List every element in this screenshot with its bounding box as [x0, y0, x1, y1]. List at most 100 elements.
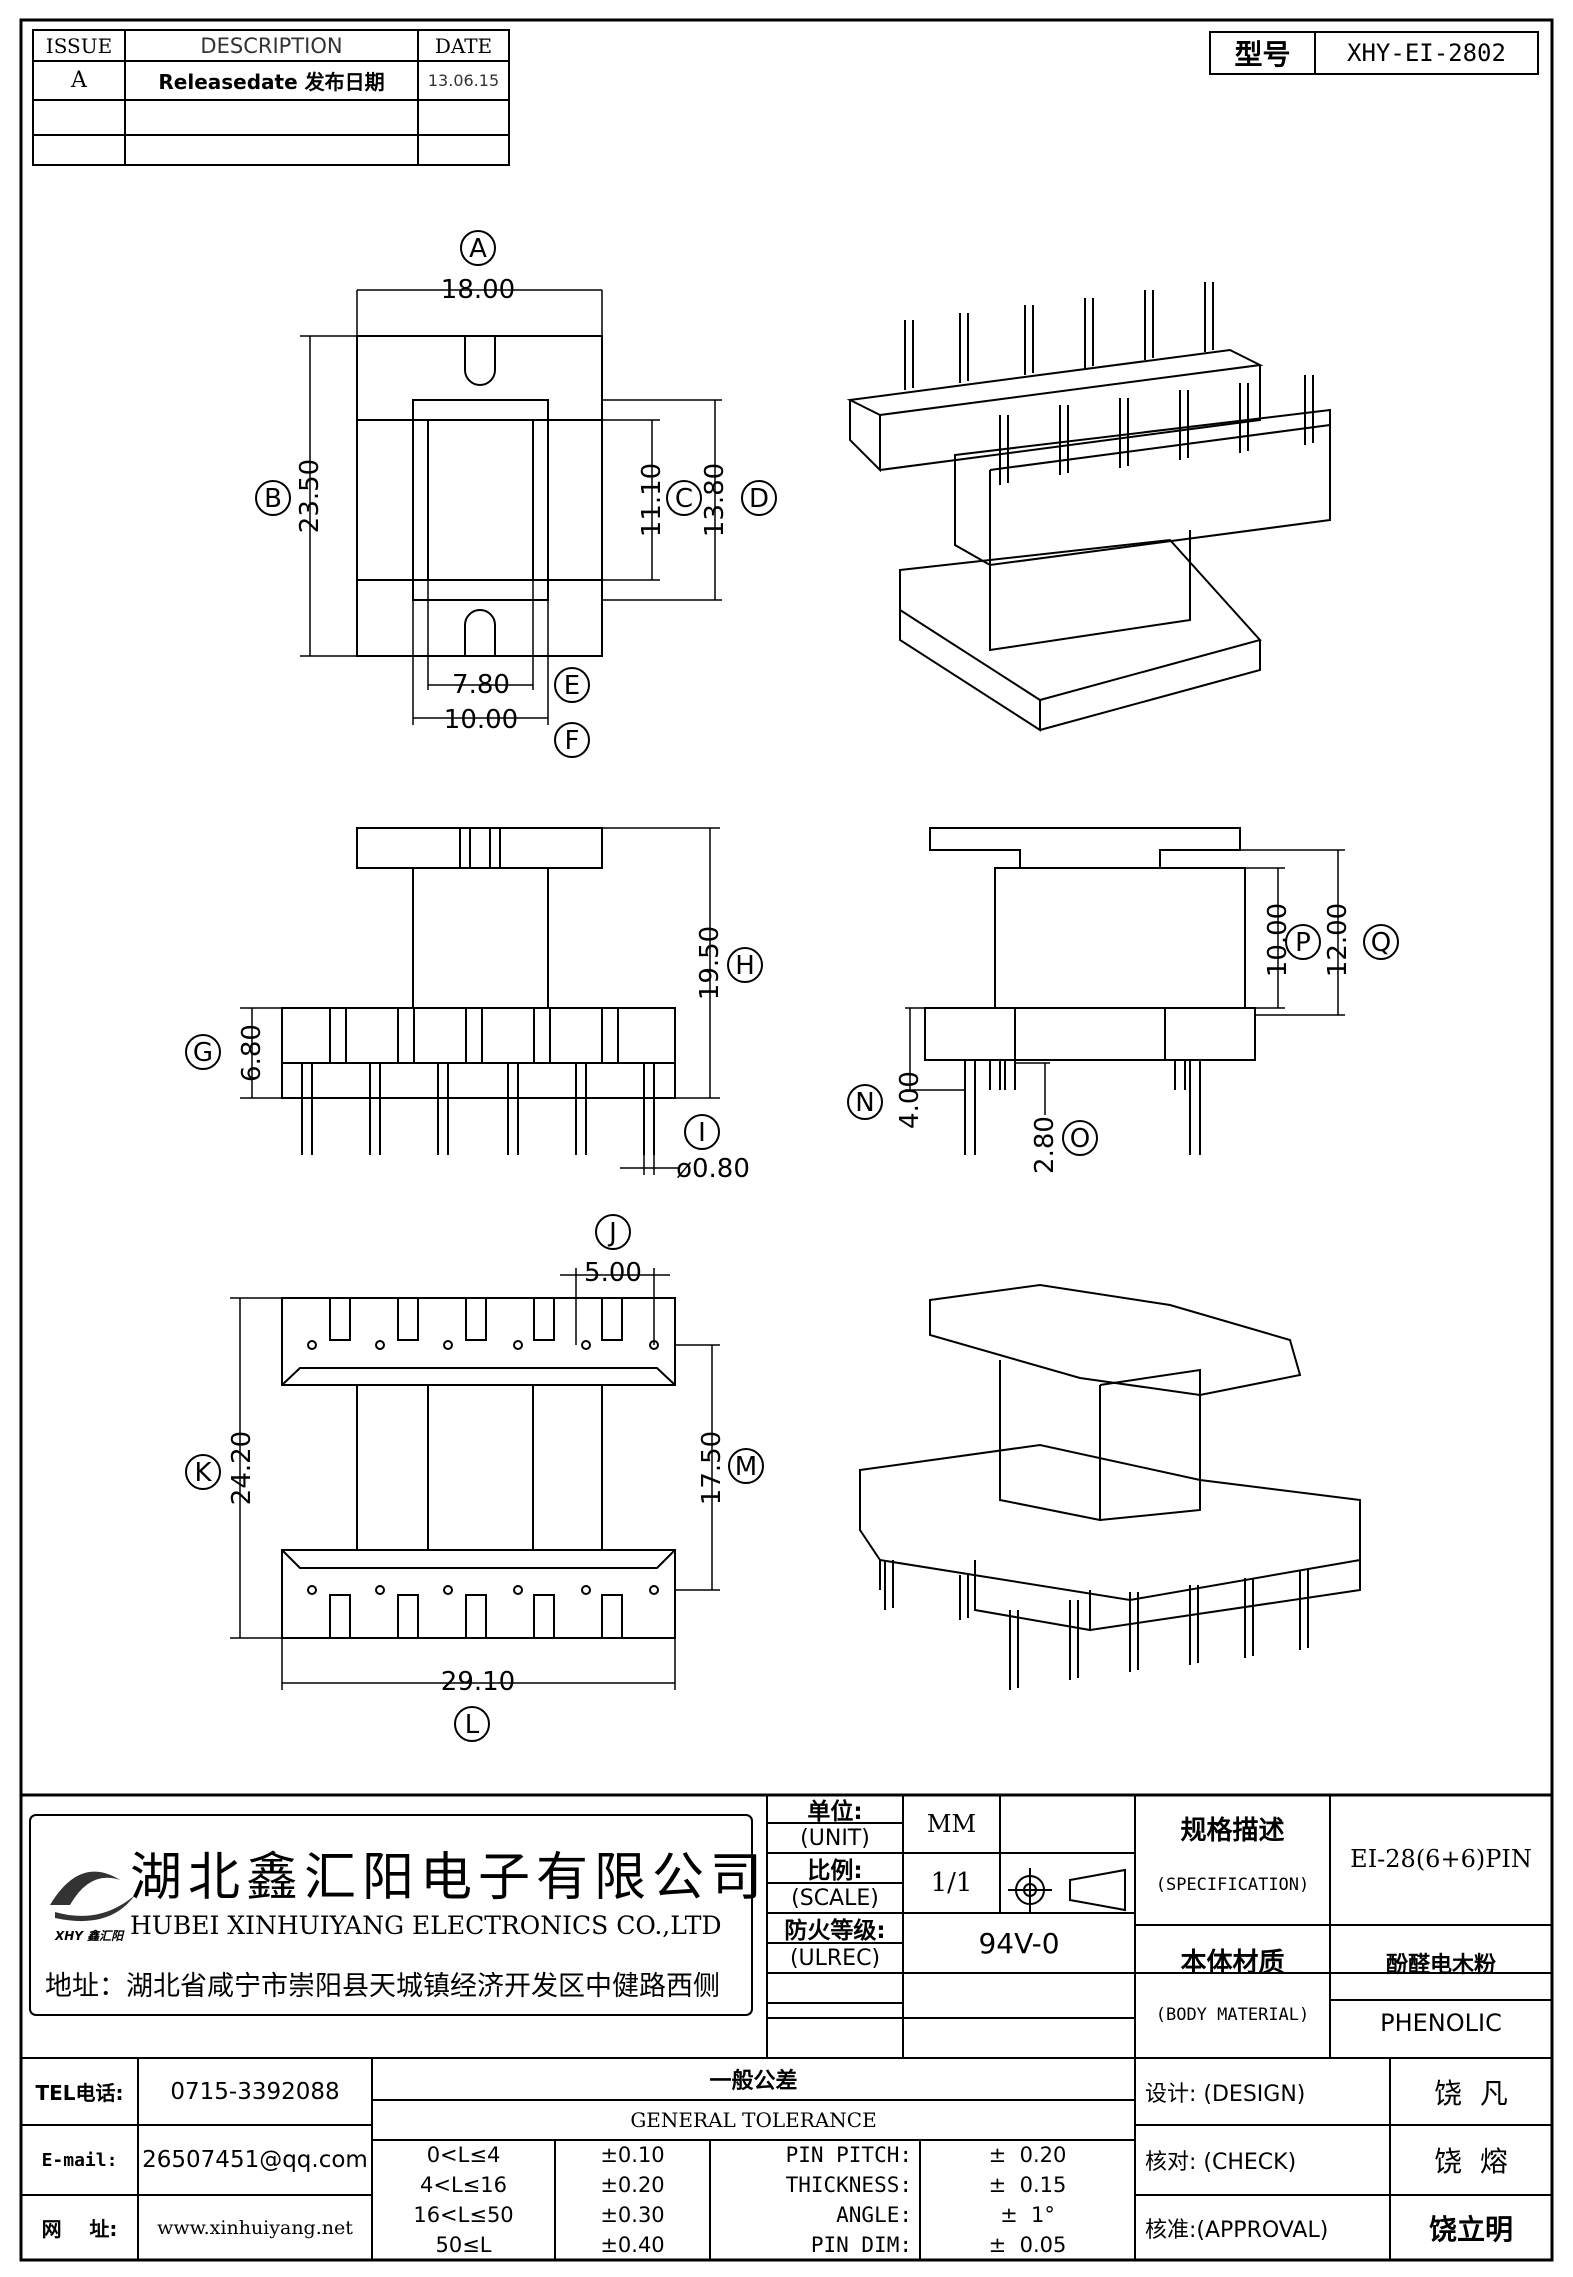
spec-label-en: (SPECIFICATION)	[1155, 1875, 1310, 1895]
email-label: E-mail:	[41, 2149, 118, 2171]
tol-item-value: ± 1°	[1000, 2203, 1055, 2227]
fire-value: 94V-0	[978, 1926, 1060, 1960]
dim-L-letter: L	[465, 1710, 480, 1740]
material-value-en: PHENOLIC	[1380, 2009, 1502, 2037]
dim-G-letter: G	[193, 1038, 213, 1068]
dim-C-letter: C	[675, 484, 693, 514]
company-address: 地址：湖北省咸宁市崇阳县天城镇经济开发区中健路西侧	[45, 1970, 720, 2002]
iso-view-exploded	[846, 282, 1331, 732]
dim-A-value: 18.00	[441, 275, 515, 305]
tol-item: PIN DIM:	[810, 2233, 912, 2257]
tolerance-title-en: GENERAL TOLERANCE	[630, 2108, 877, 2132]
dim-H-value: 19.50	[695, 926, 725, 1000]
dim-D-value: 13.80	[700, 463, 730, 537]
unit-label-cn: 单位:	[807, 1799, 863, 1825]
unit-label-en: (UNIT)	[800, 1825, 870, 1851]
tolerance-title-cn: 一般公差	[709, 2069, 798, 2094]
scale-label-cn: 比例:	[807, 1858, 863, 1884]
dim-I-letter: I	[698, 1118, 706, 1148]
rev-row-description: Releasedate 发布日期	[158, 70, 385, 94]
revision-table-grid	[32, 29, 510, 166]
bottom-view	[185, 1214, 764, 1742]
dim-F-value: 10.00	[444, 705, 518, 735]
dim-E-value: 7.80	[452, 670, 510, 700]
model-box-frame	[1209, 31, 1539, 75]
design-name: 饶 凡	[1434, 2076, 1508, 2110]
spec-value: EI-28(6+6)PIN	[1350, 1845, 1532, 1873]
rev-row-date: 13.06.15	[427, 71, 500, 90]
fire-label-en: (ULREC)	[789, 1945, 881, 1971]
company-logo-mark: XHY 鑫汇阳	[50, 1871, 135, 1943]
dim-I-value: ø0.80	[676, 1154, 750, 1184]
spec-label-cn: 规格描述	[1180, 1815, 1285, 1846]
dim-K-value: 24.20	[227, 1431, 257, 1505]
top-view	[255, 230, 777, 758]
tol-value: ±0.40	[600, 2233, 665, 2257]
rev-header-issue: ISSUE	[45, 33, 113, 58]
web-value: www.xinhuiyang.net	[157, 2216, 353, 2239]
dim-C-value: 11.10	[637, 463, 667, 537]
approval-label: 核准:(APPROVAL)	[1145, 2217, 1329, 2243]
dim-M-value: 17.50	[697, 1431, 727, 1505]
tel-label: TEL电话:	[35, 2081, 124, 2105]
dim-G-value: 6.80	[237, 1024, 267, 1082]
tol-item: THICKNESS:	[785, 2173, 912, 2197]
dim-L-value: 29.10	[441, 1667, 515, 1697]
front-view	[185, 827, 763, 1175]
tol-item-value: ± 0.15	[988, 2173, 1067, 2197]
rev-row-issue: A	[71, 68, 87, 93]
model-label: 型号	[1234, 38, 1291, 71]
dim-N-letter: N	[855, 1088, 874, 1118]
scale-value: 1/1	[930, 1868, 973, 1898]
dim-M-letter: M	[735, 1452, 757, 1482]
material-value-cn: 酚醛电木粉	[1385, 1952, 1496, 1978]
check-name: 饶 熔	[1434, 2145, 1508, 2178]
rev-header-description: DESCRIPTION	[200, 33, 343, 58]
web-label: 网 址:	[41, 2217, 118, 2241]
dim-E-letter: E	[564, 671, 580, 701]
title-block-grid	[21, 1795, 1552, 2260]
tol-item-value: ± 0.05	[988, 2233, 1067, 2257]
dim-J-letter: J	[607, 1218, 617, 1248]
tol-item-value: ± 0.20	[988, 2143, 1067, 2167]
tol-value: ±0.10	[600, 2143, 665, 2167]
dim-Q-value: 12.00	[1323, 903, 1353, 977]
dim-B-value: 23.50	[295, 459, 325, 533]
dim-B-letter: B	[264, 484, 282, 514]
iso-view-assembled	[859, 1283, 1361, 1690]
dim-K-letter: K	[194, 1458, 212, 1488]
dim-N-value: 4.00	[895, 1071, 925, 1129]
dim-P-value: 10.00	[1263, 903, 1293, 977]
tel-value: 0715-3392088	[170, 2078, 340, 2105]
tol-value: ±0.30	[600, 2203, 665, 2227]
dim-H-letter: H	[735, 951, 755, 981]
tol-item: ANGLE:	[836, 2203, 912, 2227]
dim-O-letter: O	[1070, 1124, 1090, 1154]
tol-range: 4<L≤16	[420, 2173, 507, 2197]
company-name-cn: 湖北鑫汇阳电子有限公司	[130, 1847, 769, 1908]
material-label-en: (BODY MATERIAL)	[1155, 2005, 1310, 2025]
tol-range: 50≤L	[435, 2233, 492, 2257]
logo-text: XHY 鑫汇阳	[54, 1929, 125, 1943]
rev-header-date: DATE	[434, 33, 493, 58]
dim-O-value: 2.80	[1030, 1116, 1060, 1174]
dim-Q-letter: Q	[1371, 928, 1391, 958]
unit-value: MM	[926, 1810, 977, 1838]
side-view	[847, 827, 1399, 1156]
tol-item: PIN PITCH:	[785, 2143, 912, 2167]
material-label-cn: 本体材质	[1180, 1947, 1285, 1978]
dim-F-letter: F	[565, 726, 580, 756]
check-label: 核对: (CHECK)	[1145, 2150, 1297, 2175]
dim-J-value: 5.00	[584, 1258, 642, 1288]
tol-value: ±0.20	[600, 2173, 665, 2197]
dim-A-letter: A	[469, 234, 487, 264]
fire-label-cn: 防火等级:	[784, 1918, 886, 1944]
dim-P-letter: P	[1295, 928, 1311, 958]
company-name-en: HUBEI XINHUIYANG ELECTRONICS CO.,LTD	[130, 1910, 722, 1940]
approval-name: 饶立明	[1428, 2212, 1513, 2246]
dim-D-letter: D	[749, 484, 769, 514]
tol-range: 0<L≤4	[426, 2143, 501, 2167]
scale-label-en: (SCALE)	[791, 1885, 879, 1911]
email-value: 26507451@qq.com	[142, 2147, 368, 2173]
